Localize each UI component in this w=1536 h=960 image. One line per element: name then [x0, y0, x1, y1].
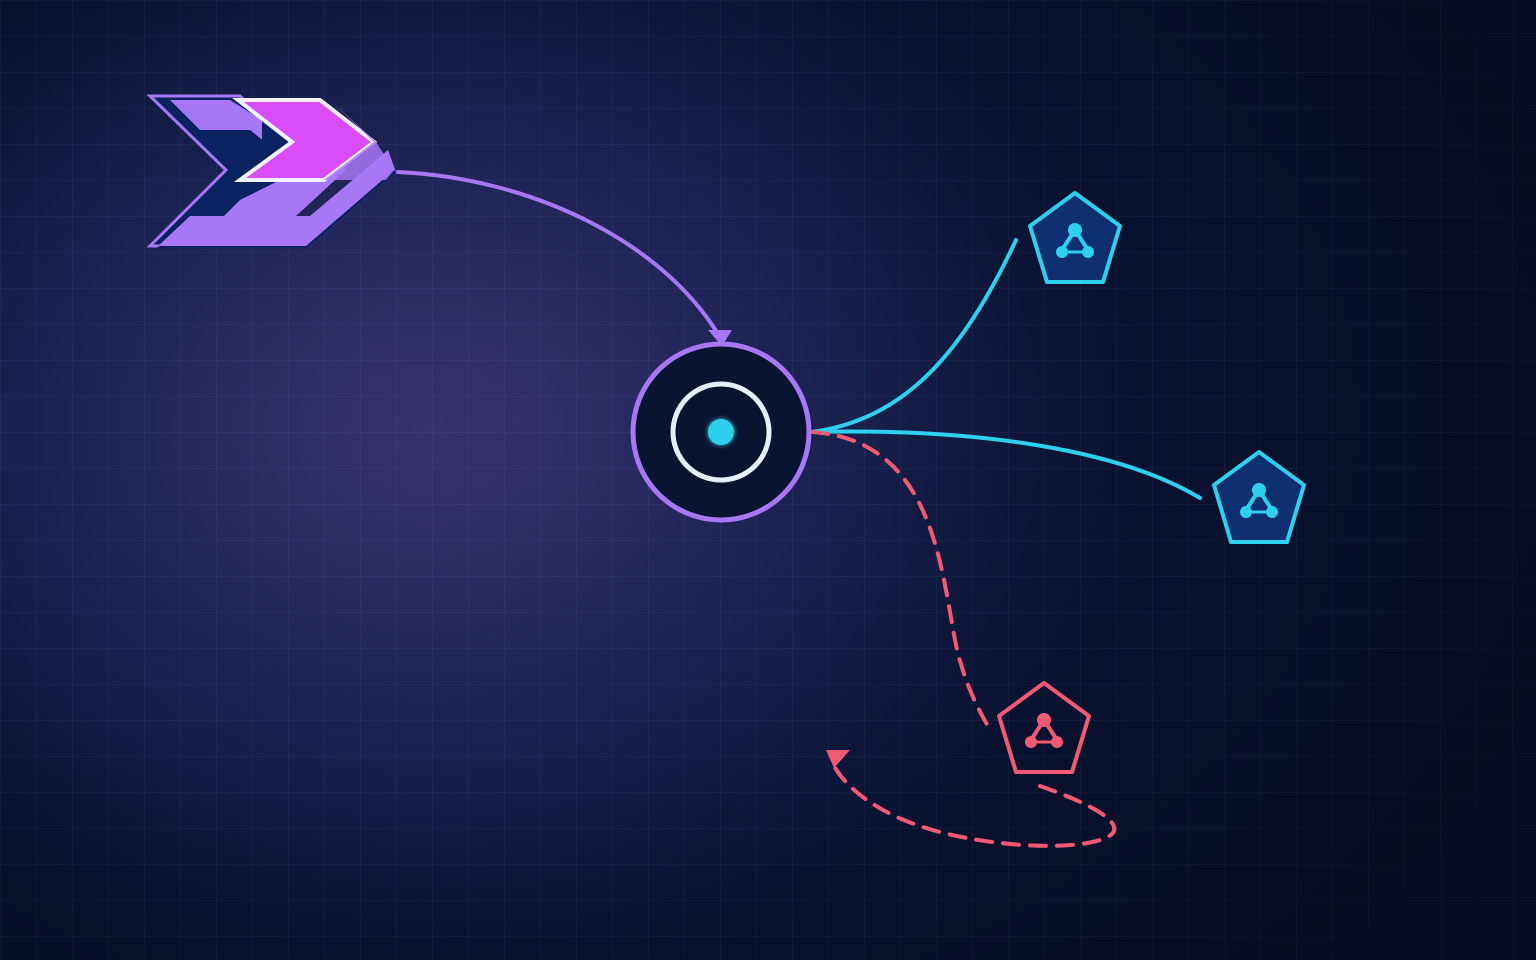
- edge-arrowhead: [826, 750, 850, 768]
- chevron-icon: [146, 94, 396, 248]
- network-icon: [1240, 483, 1278, 518]
- edge-hub-to-node-3[interactable]: [810, 430, 1117, 848]
- edge-arrowhead: [708, 330, 732, 346]
- edge-hub-to-node-2[interactable]: [810, 429, 1202, 500]
- edge-hub-to-node-1[interactable]: [810, 238, 1018, 434]
- network-node-2[interactable]: [1212, 450, 1306, 544]
- hub-node[interactable]: [630, 341, 812, 523]
- target-icon: [670, 381, 772, 483]
- network-icon: [1025, 713, 1063, 748]
- network-node-3[interactable]: [997, 681, 1091, 774]
- network-icon: [1056, 223, 1094, 258]
- source-chevron-node[interactable]: [146, 94, 396, 248]
- network-node-1[interactable]: [1028, 191, 1122, 284]
- edge-source-to-hub[interactable]: [396, 170, 732, 346]
